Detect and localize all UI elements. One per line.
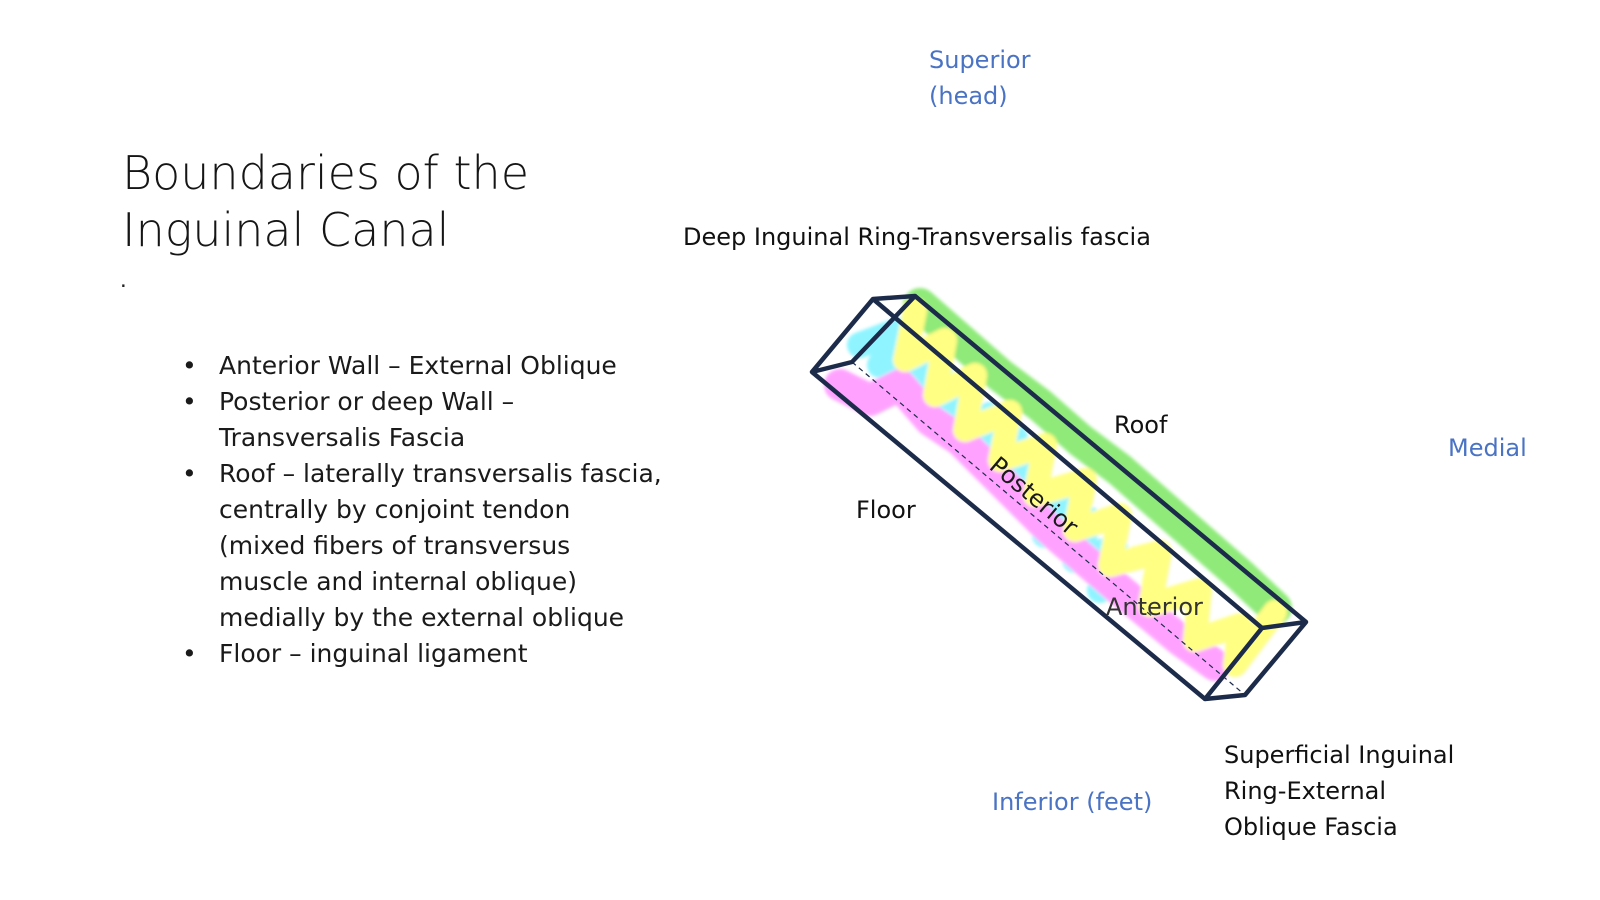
bullet-anterior-wall: Anterior Wall – External Oblique [182,348,662,384]
inferior-label: Inferior (feet) [992,788,1153,816]
deep-ring-label: Deep Inguinal Ring-Transversalis fascia [683,223,1151,251]
medial-label: Medial [1448,434,1527,462]
floor-label: Floor [856,496,916,524]
roof-highlight [903,288,1292,625]
slide-title: Boundaries of the Inguinal Canal [122,146,529,257]
bullet-posterior-wall: Posterior or deep Wall – Transversalis F… [182,384,662,456]
stray-dot: . [120,266,127,293]
boundary-list: Anterior Wall – External Oblique Posteri… [182,348,662,672]
canal-box-outline [809,293,1309,702]
anterior-label: Anterior [1106,593,1203,621]
hidden-edge [851,361,1246,696]
superior-label: Superior (head) [929,46,1031,110]
anterior-wall-highlight [893,298,1287,677]
bullet-roof: Roof – laterally transversalis fascia, c… [182,456,662,636]
hidden-edge-front [851,295,916,363]
bullet-floor: Floor – inguinal ligament [182,636,662,672]
roof-label: Roof [1114,411,1168,439]
superficial-ring-label: Superficial Inguinal Ring-External Obliq… [1224,741,1455,841]
